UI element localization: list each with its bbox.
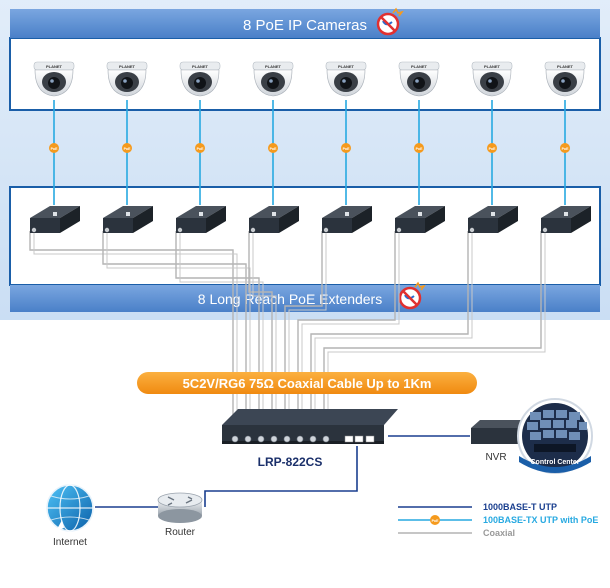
poe-badge-text: PoE	[562, 147, 569, 151]
camera-brand: PLANET	[411, 64, 428, 69]
poe-badge-text: PoE	[51, 147, 58, 151]
camera-brand: PLANET	[557, 64, 574, 69]
camera-brand: PLANET	[46, 64, 63, 69]
coax-cable	[252, 231, 277, 428]
poe-badge-text: PoE	[124, 147, 131, 151]
coax-cable	[102, 231, 247, 428]
dome-camera-icon: PLANET	[398, 61, 440, 97]
poe-link: PoE	[341, 100, 351, 205]
no-cord-icon	[398, 281, 426, 310]
poe-badge	[414, 143, 424, 153]
poe-extender-icon	[468, 206, 518, 233]
switch-device	[222, 409, 398, 444]
legend-utp1000-label: 1000BASE-T UTP	[483, 502, 557, 512]
dome-camera-icon: PLANET	[252, 61, 294, 97]
internet-label: Internet	[53, 537, 87, 548]
coax-port	[257, 435, 265, 443]
poe-badge	[122, 143, 132, 153]
coax-port	[296, 435, 304, 443]
dome-camera-icon: PLANET	[325, 61, 367, 97]
poe-extender-icon	[176, 206, 226, 233]
poe-badge	[560, 143, 570, 153]
coax-port	[309, 435, 317, 443]
dome-camera-icon: PLANET	[471, 61, 513, 97]
poe-link: PoE	[487, 100, 497, 205]
switch-to-router-link	[204, 446, 358, 507]
poe-link: PoE	[268, 100, 278, 205]
utp-links	[95, 435, 470, 508]
coax-port	[244, 435, 252, 443]
coax-cable	[179, 231, 264, 428]
camera-brand: PLANET	[265, 64, 282, 69]
legend-utp100poe-label: 100BASE-TX UTP with PoE	[483, 515, 598, 525]
router-icon	[157, 492, 203, 523]
extenders	[30, 206, 591, 233]
poe-link: PoE	[560, 100, 570, 205]
coax-cable	[29, 231, 234, 428]
poe-extender-icon	[103, 206, 153, 233]
control-center-icon: Control Center	[517, 398, 593, 474]
camera-brand: PLANET	[338, 64, 355, 69]
poe-extender-icon	[395, 206, 445, 233]
no-cord-icon	[376, 7, 404, 36]
poe-badge: PoE	[430, 515, 440, 525]
coax-port	[283, 435, 291, 443]
poe-badge	[195, 143, 205, 153]
coax-port	[231, 435, 239, 443]
poe-badge-text: PoE	[197, 147, 204, 151]
router-label: Router	[165, 527, 196, 538]
poe-extender-icon	[541, 206, 591, 233]
poe-badge	[487, 143, 497, 153]
svg-text:PoE: PoE	[432, 519, 439, 523]
dome-camera-icon: PLANET	[544, 61, 586, 97]
internet-globe-icon	[46, 484, 94, 532]
cameras-panel: 8 PoE IP Cameras	[9, 7, 601, 111]
nvr-device	[471, 420, 528, 444]
poe-link: PoE	[49, 100, 59, 205]
poe-link: PoE	[195, 100, 205, 205]
poe-badge	[49, 143, 59, 153]
extenders-panel: 8 Long Reach PoE Extenders	[9, 186, 601, 312]
extenders-panel-banner	[10, 285, 600, 312]
poe-extender-icon	[30, 206, 80, 233]
coax-cable	[33, 231, 238, 428]
coax-cable	[288, 231, 327, 428]
poe-extender-icon	[322, 206, 372, 233]
poe-links: PoE PoE PoE PoE PoE PoE PoE PoE	[49, 100, 570, 205]
legend-coax-label: Coaxial	[483, 528, 515, 538]
cameras: PLANET PLANET PLANET PLANET PLANET PLANET PLAN…	[33, 61, 586, 97]
coax-cable	[175, 231, 260, 428]
nvr-label: NVR	[485, 452, 506, 463]
camera-brand: PLANET	[484, 64, 501, 69]
poe-badge-text: PoE	[416, 147, 423, 151]
coax-port	[322, 435, 330, 443]
legend: 1000BASE-T UTP PoE 100BASE-TX UTP with P…	[398, 502, 598, 538]
coax-cable	[284, 231, 323, 428]
poe-link: PoE	[122, 100, 132, 205]
coax-cable	[248, 231, 273, 428]
poe-badge	[268, 143, 278, 153]
switch-label: LRP-822CS	[258, 455, 323, 469]
cameras-panel-title: 8 PoE IP Cameras	[243, 17, 367, 34]
camera-brand: PLANET	[192, 64, 209, 69]
cable-banner-text: 5C2V/RG6 75Ω Coaxial Cable Up to 1Km	[183, 376, 432, 391]
coax-cable	[106, 231, 251, 428]
poe-extender-icon	[249, 206, 299, 233]
dome-camera-icon: PLANET	[179, 61, 221, 97]
dome-camera-icon: PLANET	[33, 61, 75, 97]
coax-port	[270, 435, 278, 443]
poe-link: PoE	[414, 100, 424, 205]
control-center-label: Control Center	[531, 459, 580, 466]
cameras-panel-banner	[10, 9, 600, 38]
cable-banner: 5C2V/RG6 75Ω Coaxial Cable Up to 1Km	[137, 372, 477, 394]
camera-brand: PLANET	[119, 64, 136, 69]
poe-badge	[341, 143, 351, 153]
dome-camera-icon: PLANET	[106, 61, 148, 97]
poe-badge-text: PoE	[343, 147, 350, 151]
extenders-panel-title: 8 Long Reach PoE Extenders	[198, 291, 382, 307]
poe-badge-text: PoE	[270, 147, 277, 151]
poe-badge-text: PoE	[489, 147, 496, 151]
